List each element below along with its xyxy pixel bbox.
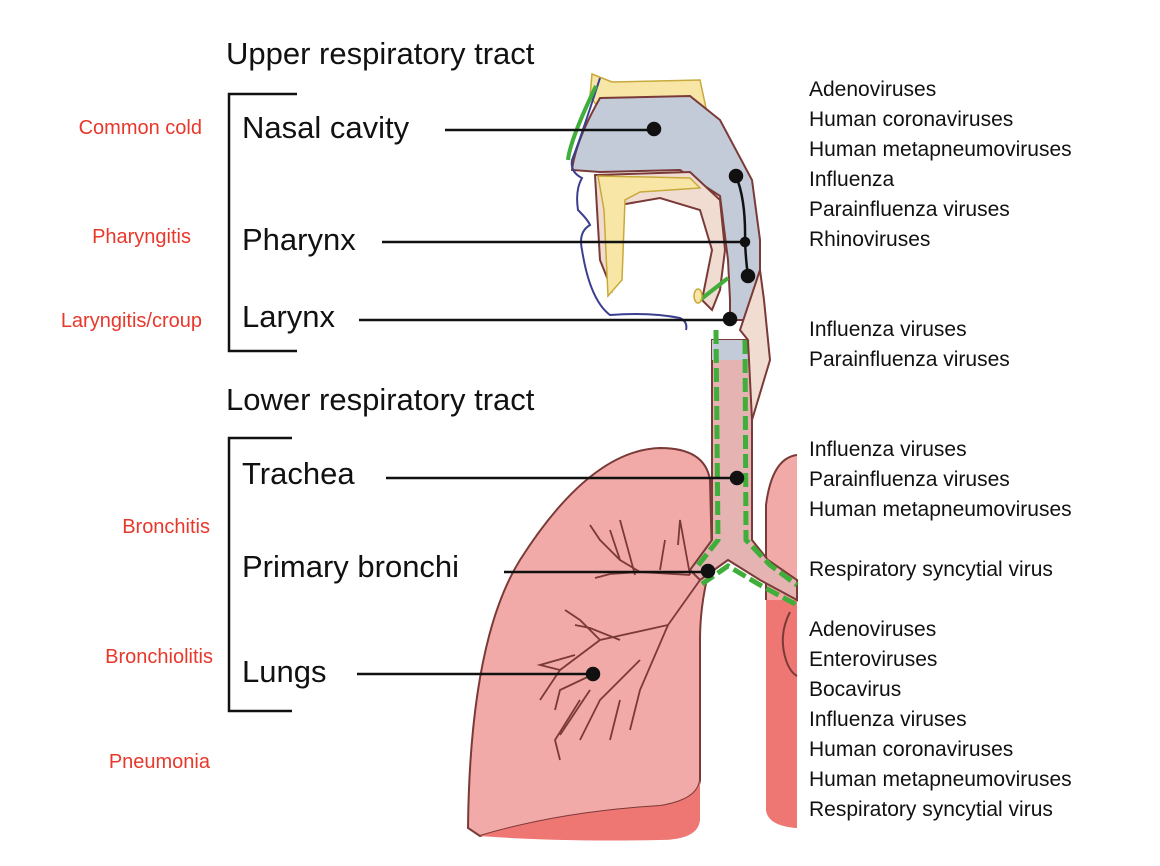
disease-bronchitis: Bronchitis	[122, 516, 210, 538]
lower-tract-title: Lower respiratory tract	[226, 382, 535, 417]
virus-item: Influenza viruses	[809, 318, 967, 341]
virus-item: Respiratory syncytial virus	[809, 798, 1053, 821]
upper-tract-bracket	[227, 92, 297, 353]
trachea	[688, 329, 799, 608]
disease-common-cold: Common cold	[78, 117, 202, 139]
disease-laryngitis-croup: Laryngitis/croup	[60, 310, 202, 332]
disease-bronchiolitis: Bronchiolitis	[105, 646, 213, 668]
pointer-dot-primary-bronchi	[700, 563, 716, 579]
virus-item: Human coronaviruses	[809, 108, 1014, 131]
pointer-dot-pharynx-top	[728, 168, 744, 184]
virus-list-nasal-pharynx: Adenoviruses Human coronaviruses Human m…	[809, 75, 1072, 255]
virus-list-larynx: Influenza viruses Parainfluenza viruses	[809, 315, 1010, 375]
pointer-dot-larynx	[722, 311, 738, 327]
disease-pneumonia: Pneumonia	[108, 751, 210, 773]
virus-item: Rhinoviruses	[809, 228, 931, 251]
virus-list-trachea: Influenza viruses Parainfluenza viruses …	[809, 435, 1072, 525]
virus-item: Parainfluenza viruses	[809, 198, 1010, 221]
pointer-dot-trachea	[729, 470, 745, 486]
organ-lungs: Lungs	[242, 654, 327, 689]
virus-item: Bocavirus	[809, 678, 902, 701]
head-upper-airway	[566, 72, 772, 421]
virus-item: Influenza viruses	[809, 708, 967, 731]
virus-item: Human metapneumoviruses	[809, 768, 1072, 791]
left-lung	[466, 446, 714, 841]
virus-item: Enteroviruses	[809, 648, 938, 671]
right-lung	[765, 454, 798, 828]
virus-item: Adenoviruses	[809, 618, 937, 641]
virus-item: Parainfluenza viruses	[809, 468, 1010, 491]
virus-item: Adenoviruses	[809, 78, 937, 101]
virus-item: Respiratory syncytial virus	[809, 558, 1053, 581]
pointer-dot-nasal-cavity	[646, 121, 662, 137]
disease-pharyngitis: Pharyngitis	[92, 226, 191, 248]
virus-item: Human metapneumoviruses	[809, 138, 1072, 161]
pointer-dot-lungs	[585, 666, 601, 682]
virus-item: Influenza viruses	[809, 438, 967, 461]
organ-trachea: Trachea	[242, 456, 355, 491]
lower-tract-bracket	[227, 436, 292, 713]
pointer-dot-pharynx-bottom	[740, 268, 756, 284]
organ-nasal-cavity: Nasal cavity	[242, 110, 410, 145]
virus-item: Human metapneumoviruses	[809, 498, 1072, 521]
organ-pharynx: Pharynx	[242, 222, 356, 257]
organ-primary-bronchi: Primary bronchi	[242, 549, 460, 584]
virus-list-primary-bronchi: Respiratory syncytial virus	[809, 555, 1053, 585]
virus-list-lungs: Adenoviruses Enteroviruses Bocavirus Inf…	[809, 615, 1072, 825]
virus-item: Parainfluenza viruses	[809, 348, 1010, 371]
pointer-dot-pharynx-mid	[739, 236, 751, 248]
virus-item: Influenza	[809, 168, 895, 191]
organ-larynx: Larynx	[242, 299, 336, 334]
virus-item: Human coronaviruses	[809, 738, 1014, 761]
upper-tract-title: Upper respiratory tract	[226, 36, 535, 71]
